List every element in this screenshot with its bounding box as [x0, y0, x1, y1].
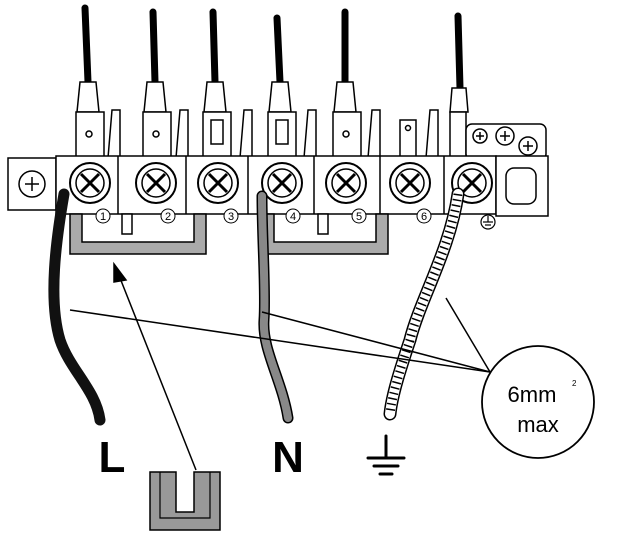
earth-plate	[465, 123, 547, 161]
screw-icon	[69, 162, 111, 204]
earth-symbol-icon	[480, 214, 496, 230]
svg-text:6: 6	[421, 211, 427, 223]
callout-bubble: 6mm 2 max	[481, 345, 595, 459]
svg-text:4: 4	[290, 211, 296, 223]
bridge-link-icon	[149, 471, 221, 531]
terminal-number-6: 6	[416, 208, 432, 224]
live-label: L	[99, 433, 126, 482]
neutral-label: N	[272, 433, 304, 482]
earth-wire	[383, 187, 465, 421]
terminal-number-3: 3	[223, 208, 239, 224]
svg-text:5: 5	[356, 211, 362, 223]
callout-pointers	[69, 297, 491, 373]
crimp-connectors	[75, 81, 469, 161]
terminal-number-4: 4	[285, 208, 301, 224]
terminal-number-1: 1	[95, 208, 111, 224]
screw-icon	[325, 162, 367, 204]
svg-text:3: 3	[228, 211, 234, 223]
screw-icon	[197, 162, 239, 204]
earth-symbol-icon	[366, 434, 406, 476]
bridge-links	[69, 213, 389, 255]
svg-text:1: 1	[100, 211, 106, 223]
spade-tabs	[107, 109, 439, 159]
screw-icon	[261, 162, 303, 204]
bridge-arrow	[113, 261, 197, 471]
callout-size: 6mm	[508, 382, 557, 407]
live-wire	[48, 188, 106, 426]
callout-qualifier: max	[517, 412, 559, 437]
svg-text:2: 2	[165, 211, 171, 223]
screw-icon	[135, 162, 177, 204]
terminal-numbers: 1 2 3 4 5 6	[95, 208, 432, 224]
terminal-screws	[69, 162, 493, 204]
terminal-number-5: 5	[351, 208, 367, 224]
incoming-cables	[81, 4, 464, 92]
screw-icon	[389, 162, 431, 204]
callout-superscript: 2	[572, 379, 577, 388]
terminal-number-2: 2	[160, 208, 176, 224]
